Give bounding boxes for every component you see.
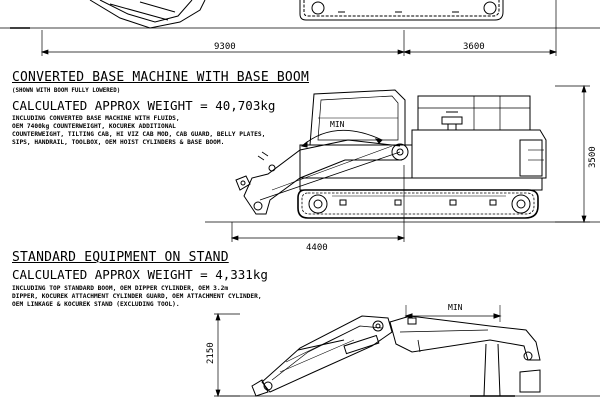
stand-description-line: INCLUDING TOP STANDARD BOOM, OEM DIPPER …: [12, 285, 229, 292]
stand-dimension-lines: [214, 312, 240, 398]
stand-section-heading: STANDARD EQUIPMENT ON STAND: [12, 250, 229, 265]
machine-dimension-lines: [230, 84, 590, 242]
machine-description-line: SIPS, HANDRAIL, TOOLBOX, OEM HOIST CYLIN…: [12, 139, 225, 146]
machine-description-line: COUNTERWEIGHT, TILTING CAB, HI VIZ CAB M…: [12, 131, 266, 138]
dimension-top-right: 3600: [463, 42, 485, 52]
stand-description: INCLUDING TOP STANDARD BOOM, OEM DIPPER …: [12, 285, 262, 309]
stand-description-line: DIPPER, KOCUREK ATTACHMENT CYLINDER GUAR…: [12, 293, 262, 300]
stand-weight: CALCULATED APPROX WEIGHT = 4,331kg: [12, 267, 268, 282]
stand-equipment-drawing: [220, 305, 600, 397]
machine-section-subnote: (SHOWN WITH BOOM FULLY LOWERED): [12, 88, 121, 94]
dimension-top-left: 9300: [214, 42, 236, 52]
dimension-machine-height: 3500: [588, 146, 598, 168]
base-machine-drawing: [205, 89, 600, 223]
stand-description-line: OEM LINKAGE & KOCUREK STAND (EXCLUDING T…: [12, 301, 180, 308]
machine-description-line: OEM 7400kg COUNTERWEIGHT, KOCUREK ADDITI…: [12, 123, 176, 130]
min-label-machine: MIN: [330, 120, 345, 129]
top-dimension-lines: [40, 0, 558, 56]
machine-weight: CALCULATED APPROX WEIGHT = 40,703kg: [12, 98, 276, 113]
top-machine-partial: [0, 0, 600, 29]
dimension-machine-length: 4400: [306, 243, 328, 253]
machine-description: INCLUDING CONVERTED BASE MACHINE WITH FL…: [12, 115, 265, 147]
min-label-stand: MIN: [448, 303, 463, 312]
dimension-stand-height: 2150: [206, 342, 216, 364]
machine-section-heading: CONVERTED BASE MACHINE WITH BASE BOOM: [12, 70, 309, 85]
machine-description-line: INCLUDING CONVERTED BASE MACHINE WITH FL…: [12, 115, 180, 122]
